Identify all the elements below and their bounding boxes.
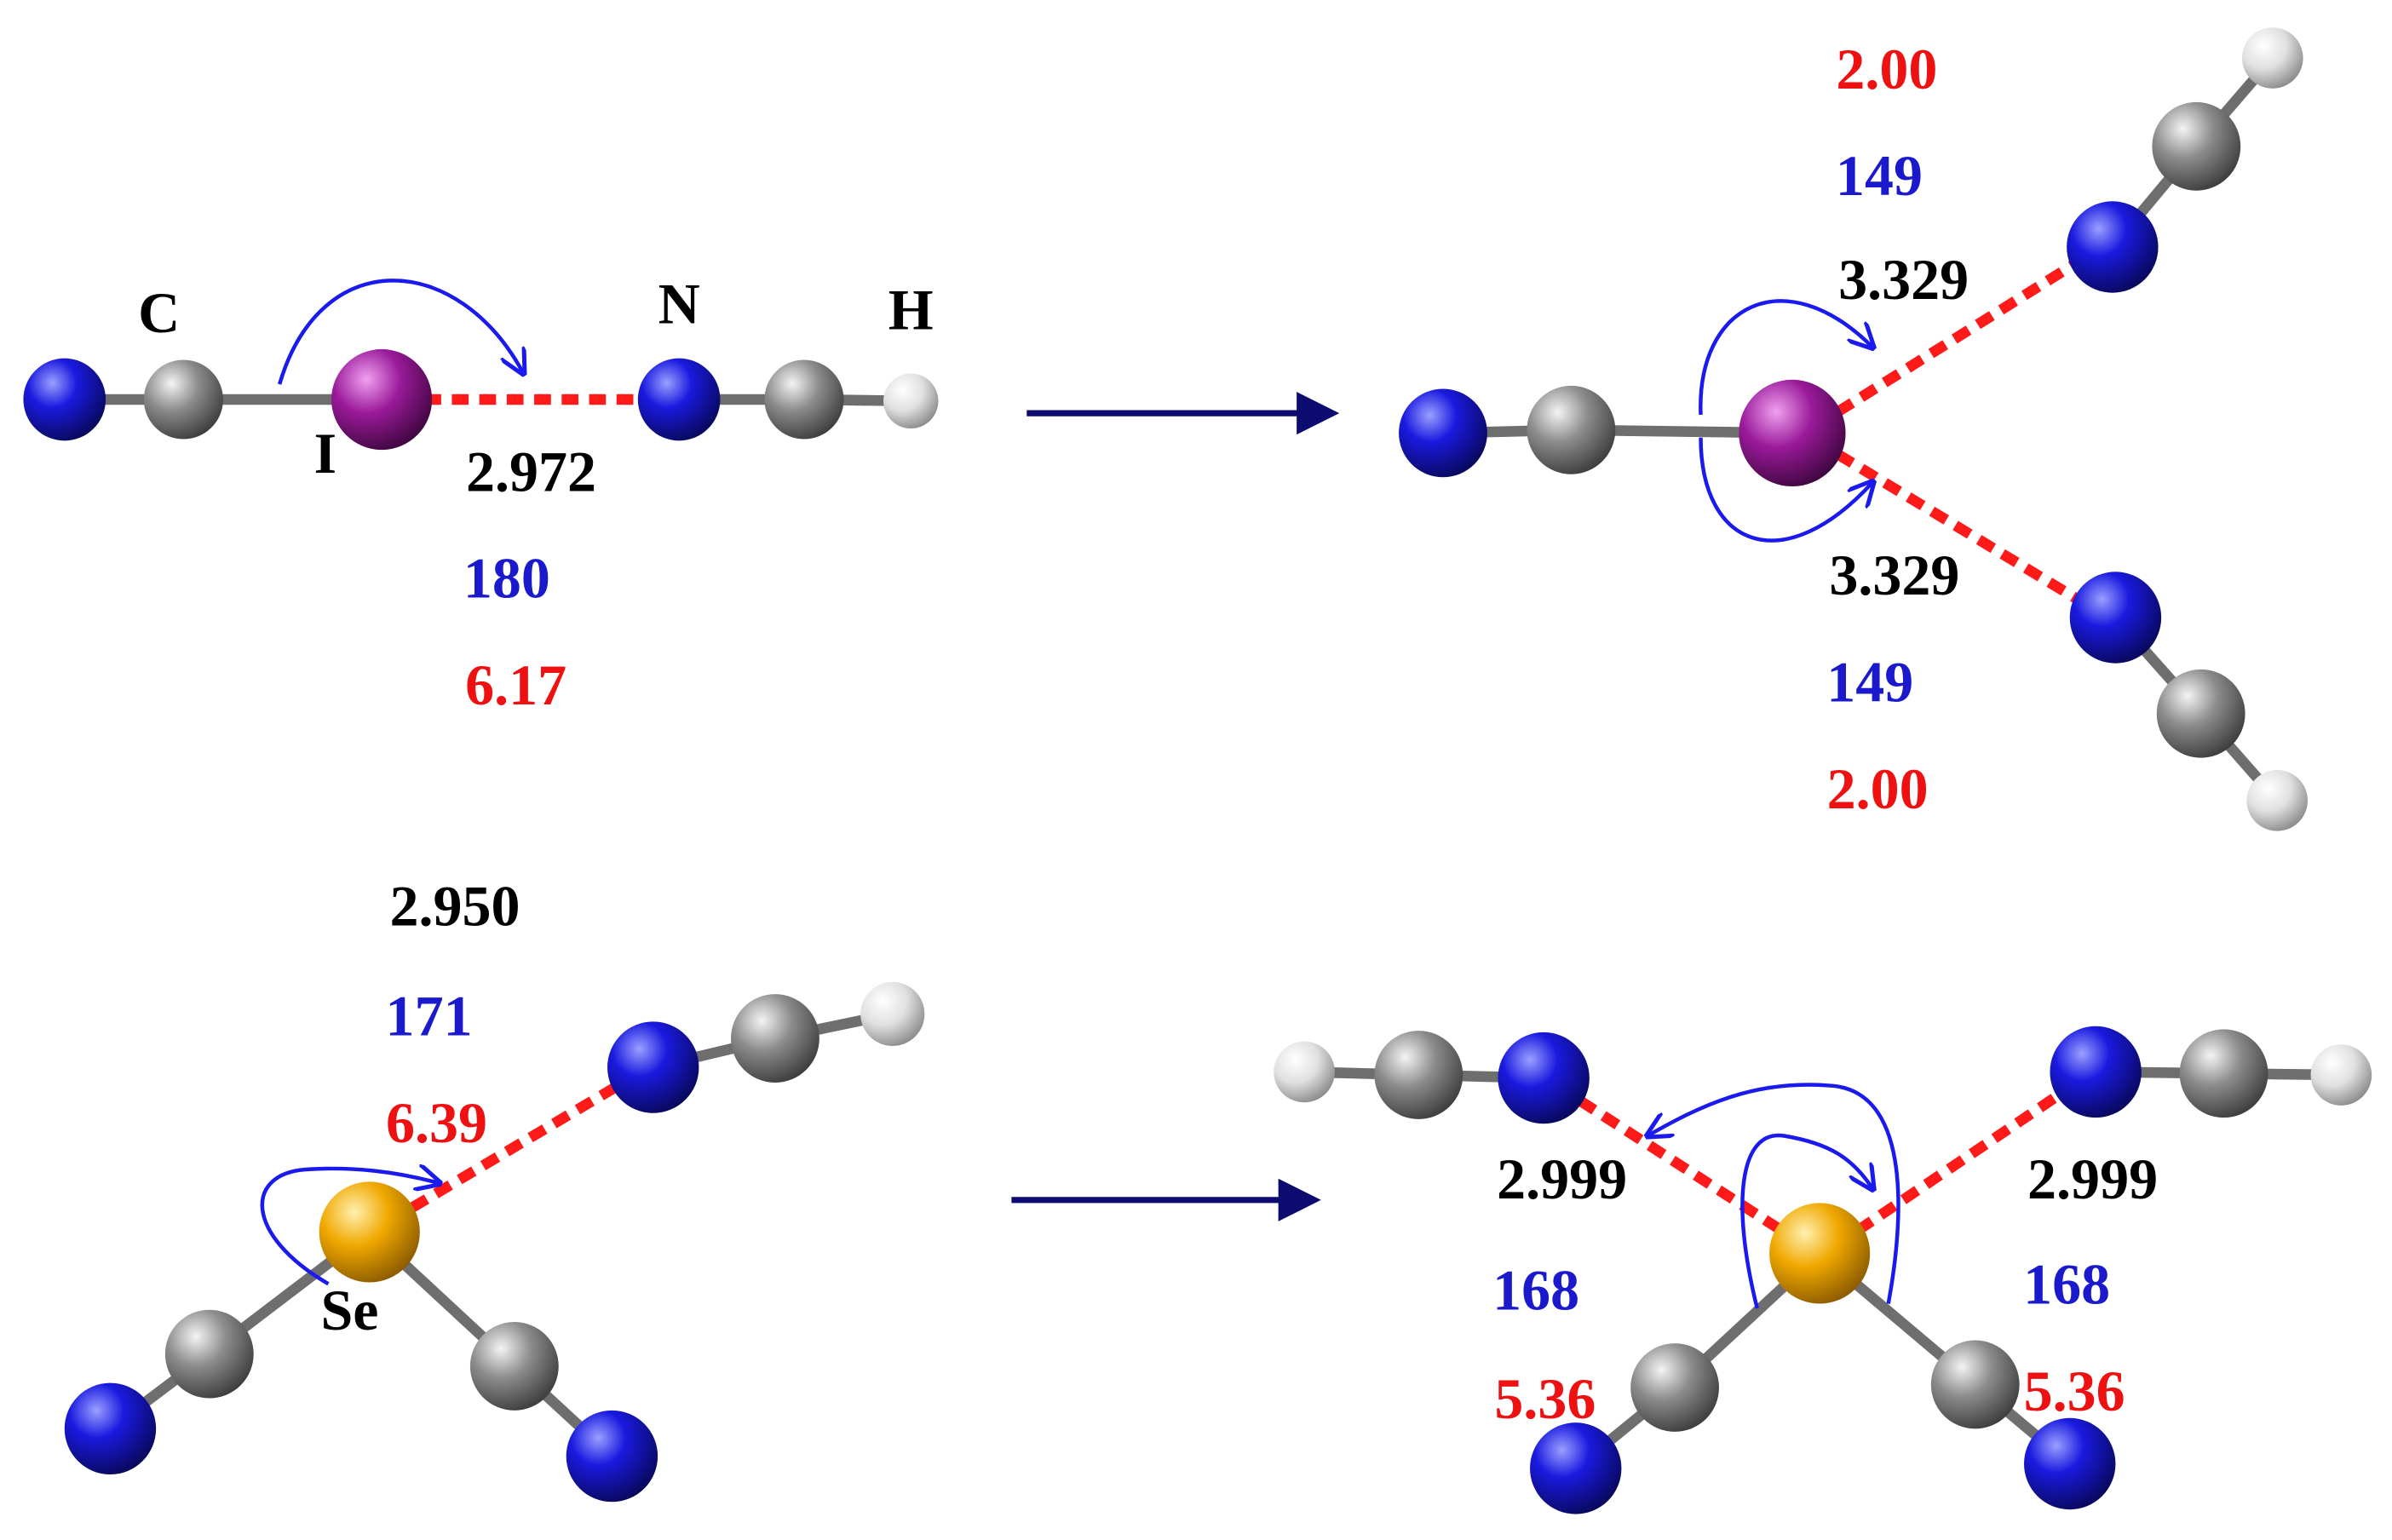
atom-carbon (1374, 1031, 1463, 1119)
sigma-hole-curve (1699, 437, 1873, 543)
atom-carbon (469, 1322, 559, 1411)
atom-hydrogen (2246, 770, 2308, 831)
atom-carbon (2156, 669, 2245, 758)
atom-nitrogen (1530, 1422, 1622, 1514)
atom-hydrogen (2310, 1044, 2372, 1106)
label-nitrogen: N (658, 272, 700, 336)
chalcogen-bond (1854, 1090, 2062, 1235)
bond-distance: 3.329 (1829, 543, 1959, 607)
bond-distance: 2.999 (1497, 1146, 1627, 1211)
atom-carbon (731, 994, 819, 1083)
label-carbon: C (138, 280, 180, 345)
halogen-bond (1835, 450, 2080, 604)
label-hydrogen: H (888, 278, 934, 342)
atom-hydrogen (2242, 27, 2303, 89)
bond-distance: 2.999 (2027, 1146, 2158, 1211)
chalcogen-bond (409, 1081, 621, 1213)
bond-angle: 171 (386, 983, 473, 1048)
interaction-energy: 5.36 (1494, 1366, 1596, 1431)
interaction-energy: 2.00 (1836, 37, 1937, 101)
atom-carbon (1630, 1343, 1720, 1432)
atom-carbon (2152, 101, 2241, 191)
bond-angle: 149 (1836, 143, 1923, 208)
bond-angle: 180 (463, 546, 550, 611)
atom-nitrogen (607, 1021, 699, 1113)
panel-top-right: 2.00 149 3.329 3.329 149 2.00 (1399, 27, 2308, 831)
sigma-hole-curve (260, 1169, 440, 1286)
atom-nitrogen (566, 1410, 658, 1503)
atom-selenium (1769, 1203, 1871, 1304)
atom-nitrogen (2067, 201, 2159, 293)
panel-top-left: C I N H 2.972 180 6.17 (23, 272, 939, 717)
atom-iodine (1739, 379, 1846, 487)
atom-carbon (764, 359, 844, 440)
atom-nitrogen (2024, 1417, 2116, 1510)
atom-nitrogen (637, 358, 721, 441)
atom-selenium (319, 1181, 420, 1283)
atom-carbon (143, 359, 223, 440)
bond-angle: 168 (1492, 1258, 1579, 1323)
interaction-energy: 5.36 (2024, 1359, 2125, 1423)
atom-carbon (1930, 1340, 2020, 1429)
sigma-hole-curve (1740, 1133, 1872, 1309)
atom-carbon (2179, 1029, 2268, 1118)
atom-carbon (1527, 385, 1616, 474)
panel-bottom-left: Se 2.950 171 6.39 (64, 874, 925, 1503)
atom-nitrogen (2050, 1026, 2142, 1118)
atom-nitrogen (2069, 572, 2162, 664)
bond-angle: 149 (1826, 649, 1913, 714)
atom-nitrogen (23, 358, 106, 441)
right-arrow-icon (1026, 392, 1340, 435)
sigma-hole-curve (1699, 299, 1872, 415)
atom-nitrogen (64, 1382, 157, 1475)
atom-hydrogen (883, 373, 939, 429)
label-selenium: Se (320, 1278, 378, 1342)
atom-hydrogen (1274, 1041, 1335, 1103)
bond-angle: 168 (2023, 1252, 2110, 1317)
interaction-energy: 2.00 (1827, 756, 1929, 821)
bond-distance: 2.950 (389, 874, 520, 939)
sigma-hole-curve (1647, 1083, 1900, 1304)
halogen-bond (1835, 257, 2080, 417)
atom-iodine (331, 348, 433, 451)
chalcogen-bond (1577, 1096, 1785, 1235)
atom-hydrogen (860, 981, 925, 1047)
sigma-hole-curve (278, 279, 523, 385)
label-iodine: I (314, 421, 336, 486)
atom-carbon (164, 1309, 254, 1399)
interaction-energy: 6.17 (465, 652, 566, 717)
panel-bottom-right: 2.999 168 5.36 2.999 168 5.36 (1274, 1026, 2372, 1514)
bond-distance: 2.972 (466, 439, 596, 503)
bond-distance: 3.329 (1838, 247, 1969, 312)
interaction-energy: 6.39 (386, 1090, 487, 1155)
right-arrow-icon (1011, 1178, 1321, 1221)
atom-nitrogen (1498, 1031, 1590, 1124)
atom-nitrogen (1399, 388, 1487, 478)
